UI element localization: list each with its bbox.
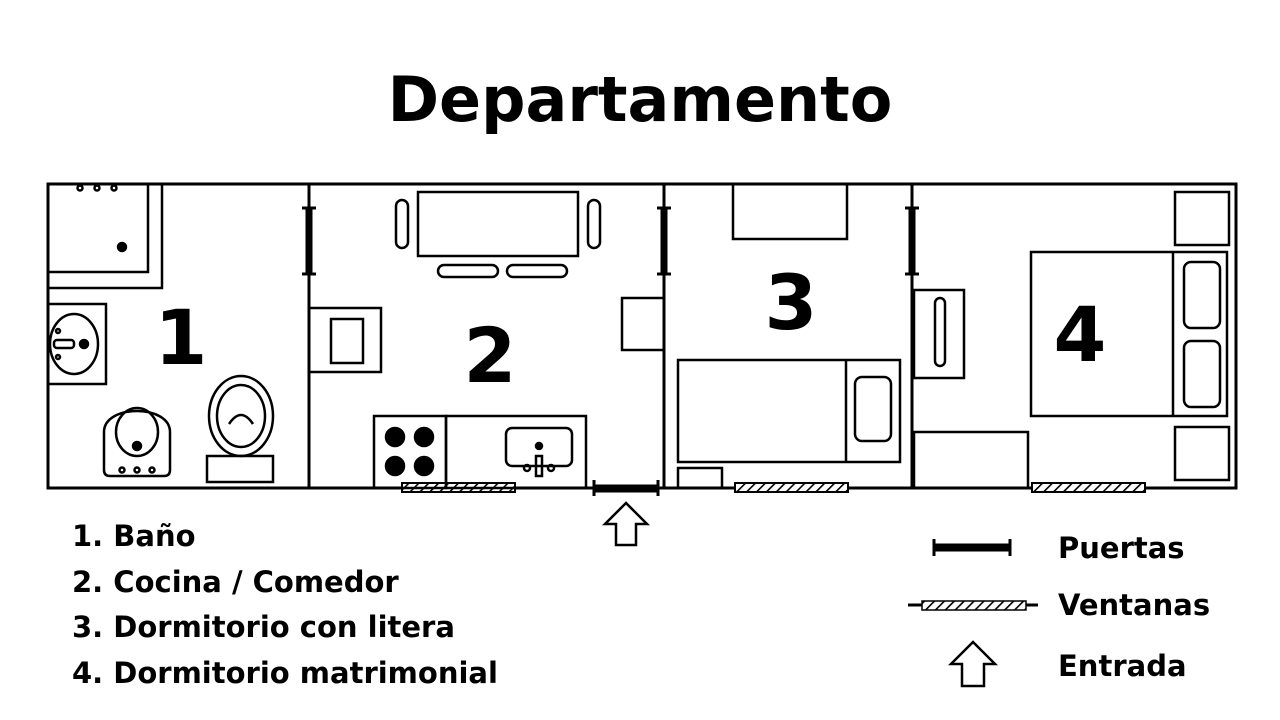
dresser-icon (912, 430, 1030, 490)
entrance-legend-icon (947, 640, 999, 688)
nightstand-bottom-icon (1173, 425, 1231, 482)
wardrobe-icon (731, 182, 849, 241)
washbasin-icon (46, 302, 108, 386)
room-legend: 1. Baño 2. Cocina / Comedor 3. Dormitori… (72, 518, 498, 700)
legend-item-bath: 1. Baño (72, 519, 196, 553)
legend-item-kitchen-dining: 2. Cocina / Comedor (72, 564, 399, 599)
legend-item-master-bedroom: 4. Dormitorio matrimonial (72, 655, 498, 690)
bidet-icon (102, 406, 172, 478)
legend-label-entrance: Entrada (1058, 649, 1187, 683)
shower-icon (46, 182, 164, 290)
room-number-3: 3 (765, 258, 818, 347)
armchair-icon (912, 288, 966, 380)
stove-icon (372, 414, 448, 490)
legend-label-windows: Ventanas (1058, 588, 1211, 622)
room-number-1: 1 (155, 293, 208, 382)
double-bed-icon (1029, 250, 1229, 418)
kitchen-sink-icon (444, 414, 588, 490)
room-number-4: 4 (1054, 290, 1107, 379)
legend-item-bunk-bedroom: 3. Dormitorio con litera (72, 610, 455, 644)
door-legend-icon (932, 539, 1012, 556)
entrance-arrow-icon (601, 501, 651, 547)
doors (302, 206, 919, 496)
nightstand-top-icon (1173, 190, 1231, 247)
dining-table-icon (394, 190, 602, 279)
refrigerator-icon (620, 296, 666, 352)
legend-label-doors: Puertas (1058, 531, 1185, 565)
window-legend-icon (908, 600, 1038, 611)
cabinet-icon (307, 306, 383, 374)
toilet-icon (205, 374, 275, 484)
plan-title: Departamento (387, 63, 893, 136)
room-number-2: 2 (464, 311, 517, 400)
bunk-bed-icon (676, 358, 902, 464)
nightstand-icon (676, 466, 724, 490)
